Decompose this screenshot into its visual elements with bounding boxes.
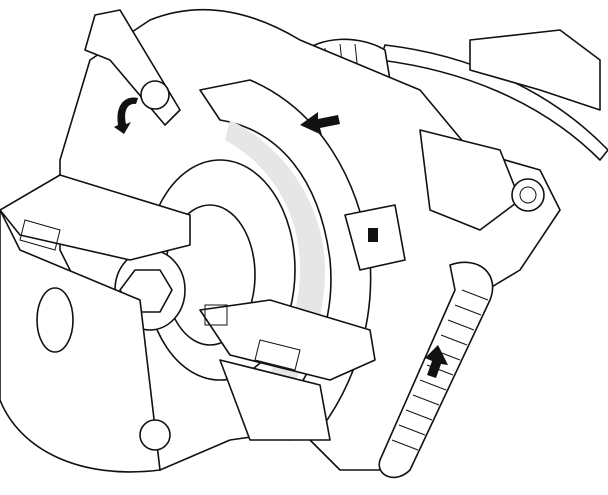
- arrow-up-icon: [425, 345, 448, 378]
- cutaway-right: [199, 299, 376, 441]
- cutaway-left: [0, 174, 191, 473]
- lever: [84, 9, 181, 126]
- bolt-head: [511, 178, 545, 212]
- arrow-left-icon: [300, 112, 340, 135]
- arrow-curved-icon: [114, 97, 138, 134]
